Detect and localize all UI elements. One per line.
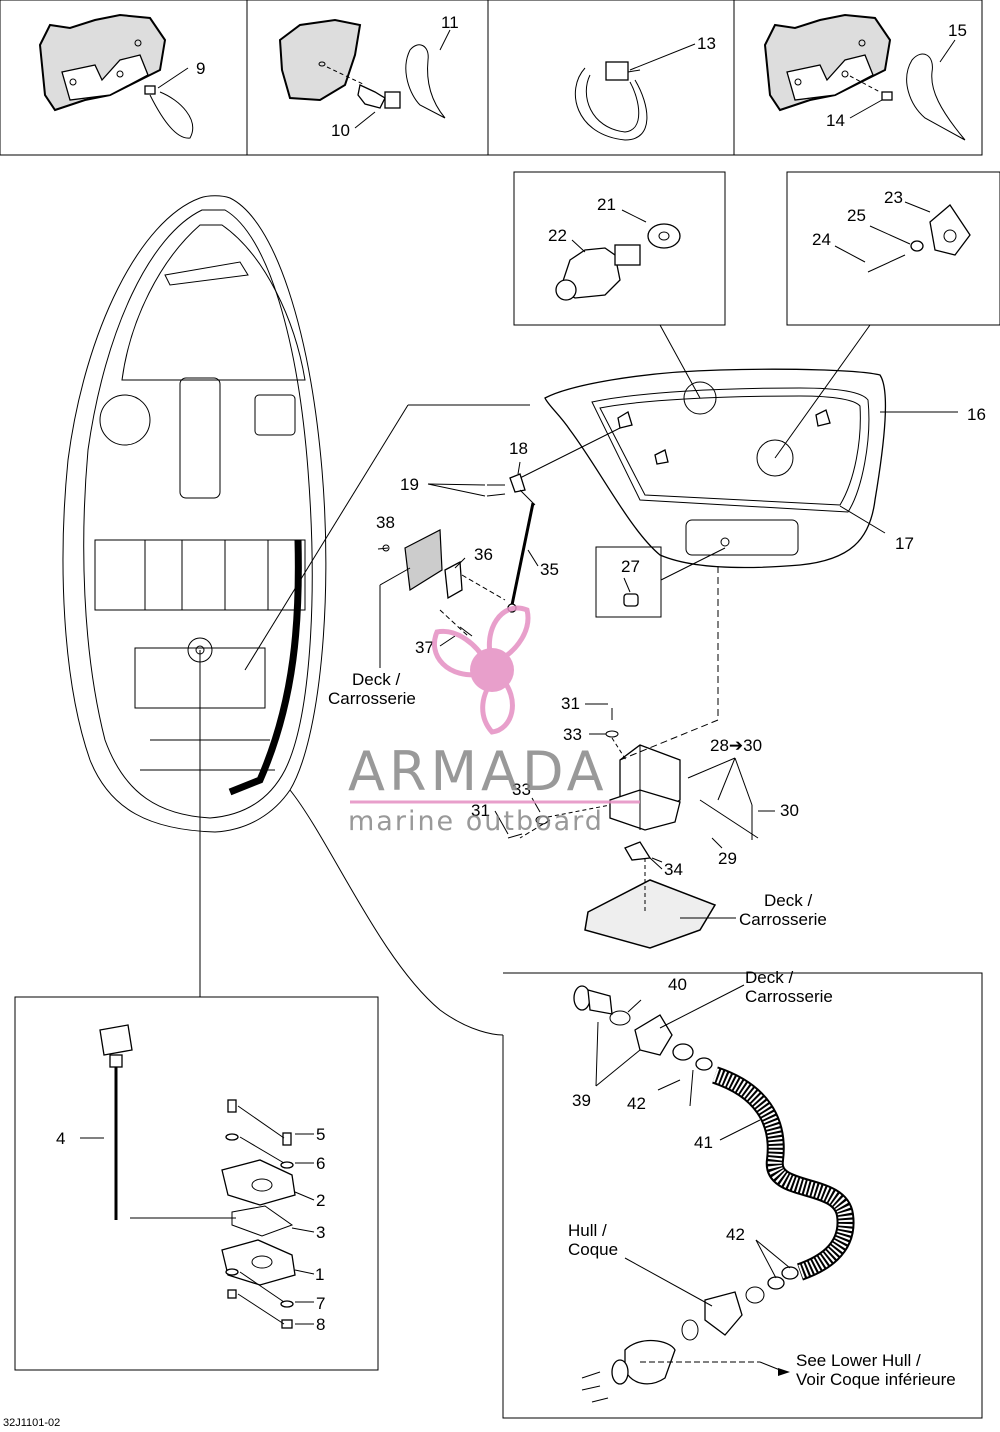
callout-30: 30 — [780, 801, 799, 820]
deck-label-2-line1: Deck / — [764, 891, 812, 910]
callout-38: 38 — [376, 513, 395, 532]
deck-label-3-line1: Deck / — [745, 968, 793, 987]
detail-box-13 — [574, 61, 648, 141]
gas-strut-assembly — [379, 473, 536, 668]
callout-39: 39 — [572, 1091, 591, 1110]
callout-15: 15 — [948, 21, 967, 40]
detail-box-27 — [595, 546, 726, 618]
hull-label-line2: Coque — [568, 1240, 618, 1259]
callout-9: 9 — [196, 59, 205, 78]
callout-7: 7 — [316, 1294, 325, 1313]
watercraft-hull — [62, 195, 530, 997]
callout-33-top: 33 — [563, 725, 582, 744]
deck-label-2-line2: Carrosserie — [739, 910, 827, 929]
watermark-tagline: marine outboard — [348, 806, 604, 837]
callout-11: 11 — [441, 13, 459, 32]
detail-box-14-15 — [763, 13, 966, 141]
storage-cover — [519, 368, 958, 569]
callout-42-top: 42 — [627, 1094, 646, 1113]
deck-label-1-line2: Carrosserie — [328, 689, 416, 708]
callout-40: 40 — [668, 975, 687, 994]
callout-31-bottom: 31 — [471, 801, 490, 820]
callout-29: 29 — [718, 849, 737, 868]
callout-3: 3 — [316, 1223, 325, 1242]
callout-18: 18 — [509, 439, 528, 458]
propeller-logo — [432, 605, 531, 735]
callout-25: 25 — [847, 206, 866, 225]
see-lower-hull-line1: See Lower Hull / — [796, 1351, 921, 1370]
callout-23: 23 — [884, 188, 903, 207]
callout-24: 24 — [812, 230, 831, 249]
callout-33-bottom: 33 — [512, 780, 531, 799]
callout-10: 10 — [331, 121, 350, 140]
callout-37: 37 — [415, 638, 434, 657]
callout-27: 27 — [621, 557, 640, 576]
callout-31-top: 31 — [561, 694, 580, 713]
callout-labels: 1 2 3 4 5 6 7 8 9 10 11 13 14 15 16 17 1… — [56, 13, 986, 1334]
callout-19: 19 — [400, 475, 419, 494]
location-labels: Deck / Carrosserie Deck / Carrosserie De… — [3, 670, 956, 1429]
hose-assembly-box — [289, 789, 983, 1419]
deck-label-3-line2: Carrosserie — [745, 987, 833, 1006]
callout-6: 6 — [316, 1154, 325, 1173]
hull-label-line1: Hull / — [568, 1221, 607, 1240]
detail-box-9 — [38, 13, 194, 139]
callout-13: 13 — [697, 34, 716, 53]
callout-42-bottom: 42 — [726, 1225, 745, 1244]
callout-36: 36 — [474, 545, 493, 564]
callout-22: 22 — [548, 226, 567, 245]
top-detail-panel — [0, 0, 983, 156]
callout-28-30: 28➔30 — [710, 736, 762, 755]
callout-41: 41 — [694, 1133, 713, 1152]
callout-14: 14 — [826, 111, 845, 130]
detail-box-21-22 — [513, 171, 726, 399]
see-lower-hull-line2: Voir Coque inférieure — [796, 1370, 956, 1389]
deck-label-1-line1: Deck / — [352, 670, 400, 689]
detail-box-10-11 — [278, 18, 446, 119]
callout-2: 2 — [316, 1191, 325, 1210]
detail-box-23-25 — [774, 171, 1000, 459]
callout-16: 16 — [967, 405, 986, 424]
callout-21: 21 — [597, 195, 616, 214]
hinge-assembly — [507, 566, 759, 949]
callout-4: 4 — [56, 1129, 65, 1148]
drain-plug-box — [14, 996, 379, 1371]
callout-35: 35 — [540, 560, 559, 579]
watermark: ARMADA marine outboard — [348, 605, 640, 837]
callout-8: 8 — [316, 1315, 325, 1334]
callout-5: 5 — [316, 1125, 325, 1144]
diagram-code: 32J1101-02 — [3, 1417, 60, 1429]
callout-34: 34 — [664, 860, 683, 879]
callout-1: 1 — [315, 1265, 324, 1284]
watermark-brand: ARMADA — [348, 740, 608, 803]
callout-17: 17 — [895, 534, 914, 553]
